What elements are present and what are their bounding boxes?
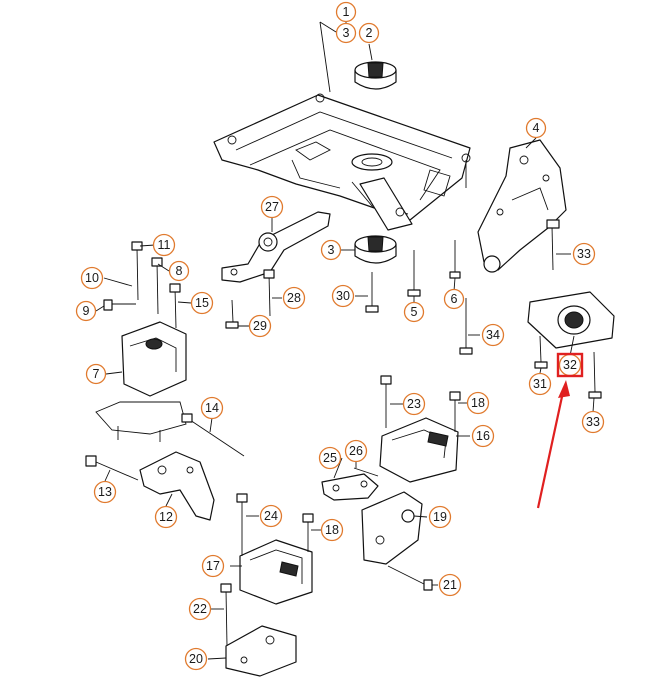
callout-20: 20 [184,647,208,671]
svg-text:19: 19 [433,510,447,524]
callout-8: 8 [168,260,190,282]
torque-arm-part [221,211,331,283]
svg-text:23: 23 [407,397,421,411]
svg-text:30: 30 [336,289,350,303]
highlight-arrow [536,391,565,509]
callout-6: 6 [443,288,465,310]
svg-text:28: 28 [287,291,301,305]
callout-19: 19 [428,505,452,529]
callout-3-mid: 3 [320,239,342,261]
gearbox-mount-16-part [379,417,459,483]
callout-3-top: 3 [335,22,357,44]
svg-text:7: 7 [93,367,100,381]
callout-33-top: 33 [572,242,596,266]
callout-5: 5 [403,301,425,323]
callout-9: 9 [75,300,97,322]
svg-text:18: 18 [471,396,485,410]
svg-text:25: 25 [323,451,337,465]
rubber-mount-upper [354,61,397,90]
callout-30: 30 [331,284,355,308]
gearbox-bracket-part [477,139,567,273]
callout-18-bottom: 18 [320,518,344,542]
callout-14: 14 [200,396,224,420]
callout-24: 24 [259,504,283,528]
highlight-annotation [536,352,584,509]
svg-text:16: 16 [476,429,490,443]
callout-27: 27 [260,195,284,219]
callout-26: 26 [344,439,368,463]
leader-lines [95,21,595,660]
callout-11: 11 [152,233,176,257]
callout-13: 13 [93,480,117,504]
svg-text:11: 11 [158,238,171,252]
subframe-part [213,93,471,231]
callout-34: 34 [481,323,505,347]
svg-text:32: 32 [563,358,577,372]
highlight-box [556,352,584,378]
callout-7: 7 [85,363,107,385]
small-bracket-25-part [321,473,379,501]
callout-4: 4 [525,117,547,139]
svg-text:13: 13 [98,485,112,499]
svg-text:22: 22 [193,602,207,616]
svg-text:14: 14 [205,401,219,415]
engine-mount-17-part [239,539,313,605]
svg-text:3: 3 [328,243,335,257]
callout-1: 1 [335,1,357,23]
callout-21: 21 [438,573,462,597]
svg-text:6: 6 [451,292,458,306]
arrow-head-icon [558,380,570,398]
engine-mount-left-part [95,321,187,442]
callout-15: 15 [190,291,214,315]
svg-text:27: 27 [265,200,279,214]
svg-text:5: 5 [411,305,418,319]
svg-text:17: 17 [206,559,220,573]
callout-33-bottom: 33 [581,410,605,434]
bushing-bracket-part [527,291,615,349]
svg-text:4: 4 [533,121,540,135]
svg-text:20: 20 [189,652,203,666]
callout-18-top: 18 [466,391,490,415]
mount-bracket-12-part [139,451,215,521]
callout-25: 25 [318,446,342,470]
svg-text:1: 1 [343,5,350,19]
bracket-19-part [361,491,423,565]
bolts [85,160,602,647]
bracket-20-part [225,625,297,677]
callout-29: 29 [248,314,272,338]
callout-31: 31 [528,372,552,396]
callout-10: 10 [80,266,104,290]
svg-text:15: 15 [195,296,209,310]
svg-text:10: 10 [85,271,99,285]
callout-28: 28 [282,286,306,310]
callout-2: 2 [358,22,380,44]
svg-text:34: 34 [486,328,500,342]
callout-16: 16 [471,424,495,448]
svg-text:8: 8 [176,264,183,278]
svg-text:31: 31 [533,377,547,391]
svg-text:29: 29 [253,319,267,333]
svg-text:3: 3 [343,26,350,40]
svg-text:12: 12 [159,510,173,524]
svg-text:21: 21 [443,578,457,592]
svg-text:2: 2 [366,26,373,40]
svg-text:9: 9 [83,304,90,318]
svg-text:33: 33 [577,247,591,261]
callout-12: 12 [154,505,178,529]
svg-text:26: 26 [349,444,363,458]
svg-text:33: 33 [586,415,600,429]
callout-23: 23 [402,392,426,416]
callouts: 1 3 2 4 27 11 8 10 15 9 3 28 29 30 5 6 3… [75,1,605,671]
svg-text:18: 18 [325,523,339,537]
callout-22: 22 [188,597,212,621]
callout-17: 17 [201,554,225,578]
svg-text:24: 24 [264,509,278,523]
callout-32: 32 [558,353,582,377]
rubber-mount-lower [354,235,397,264]
